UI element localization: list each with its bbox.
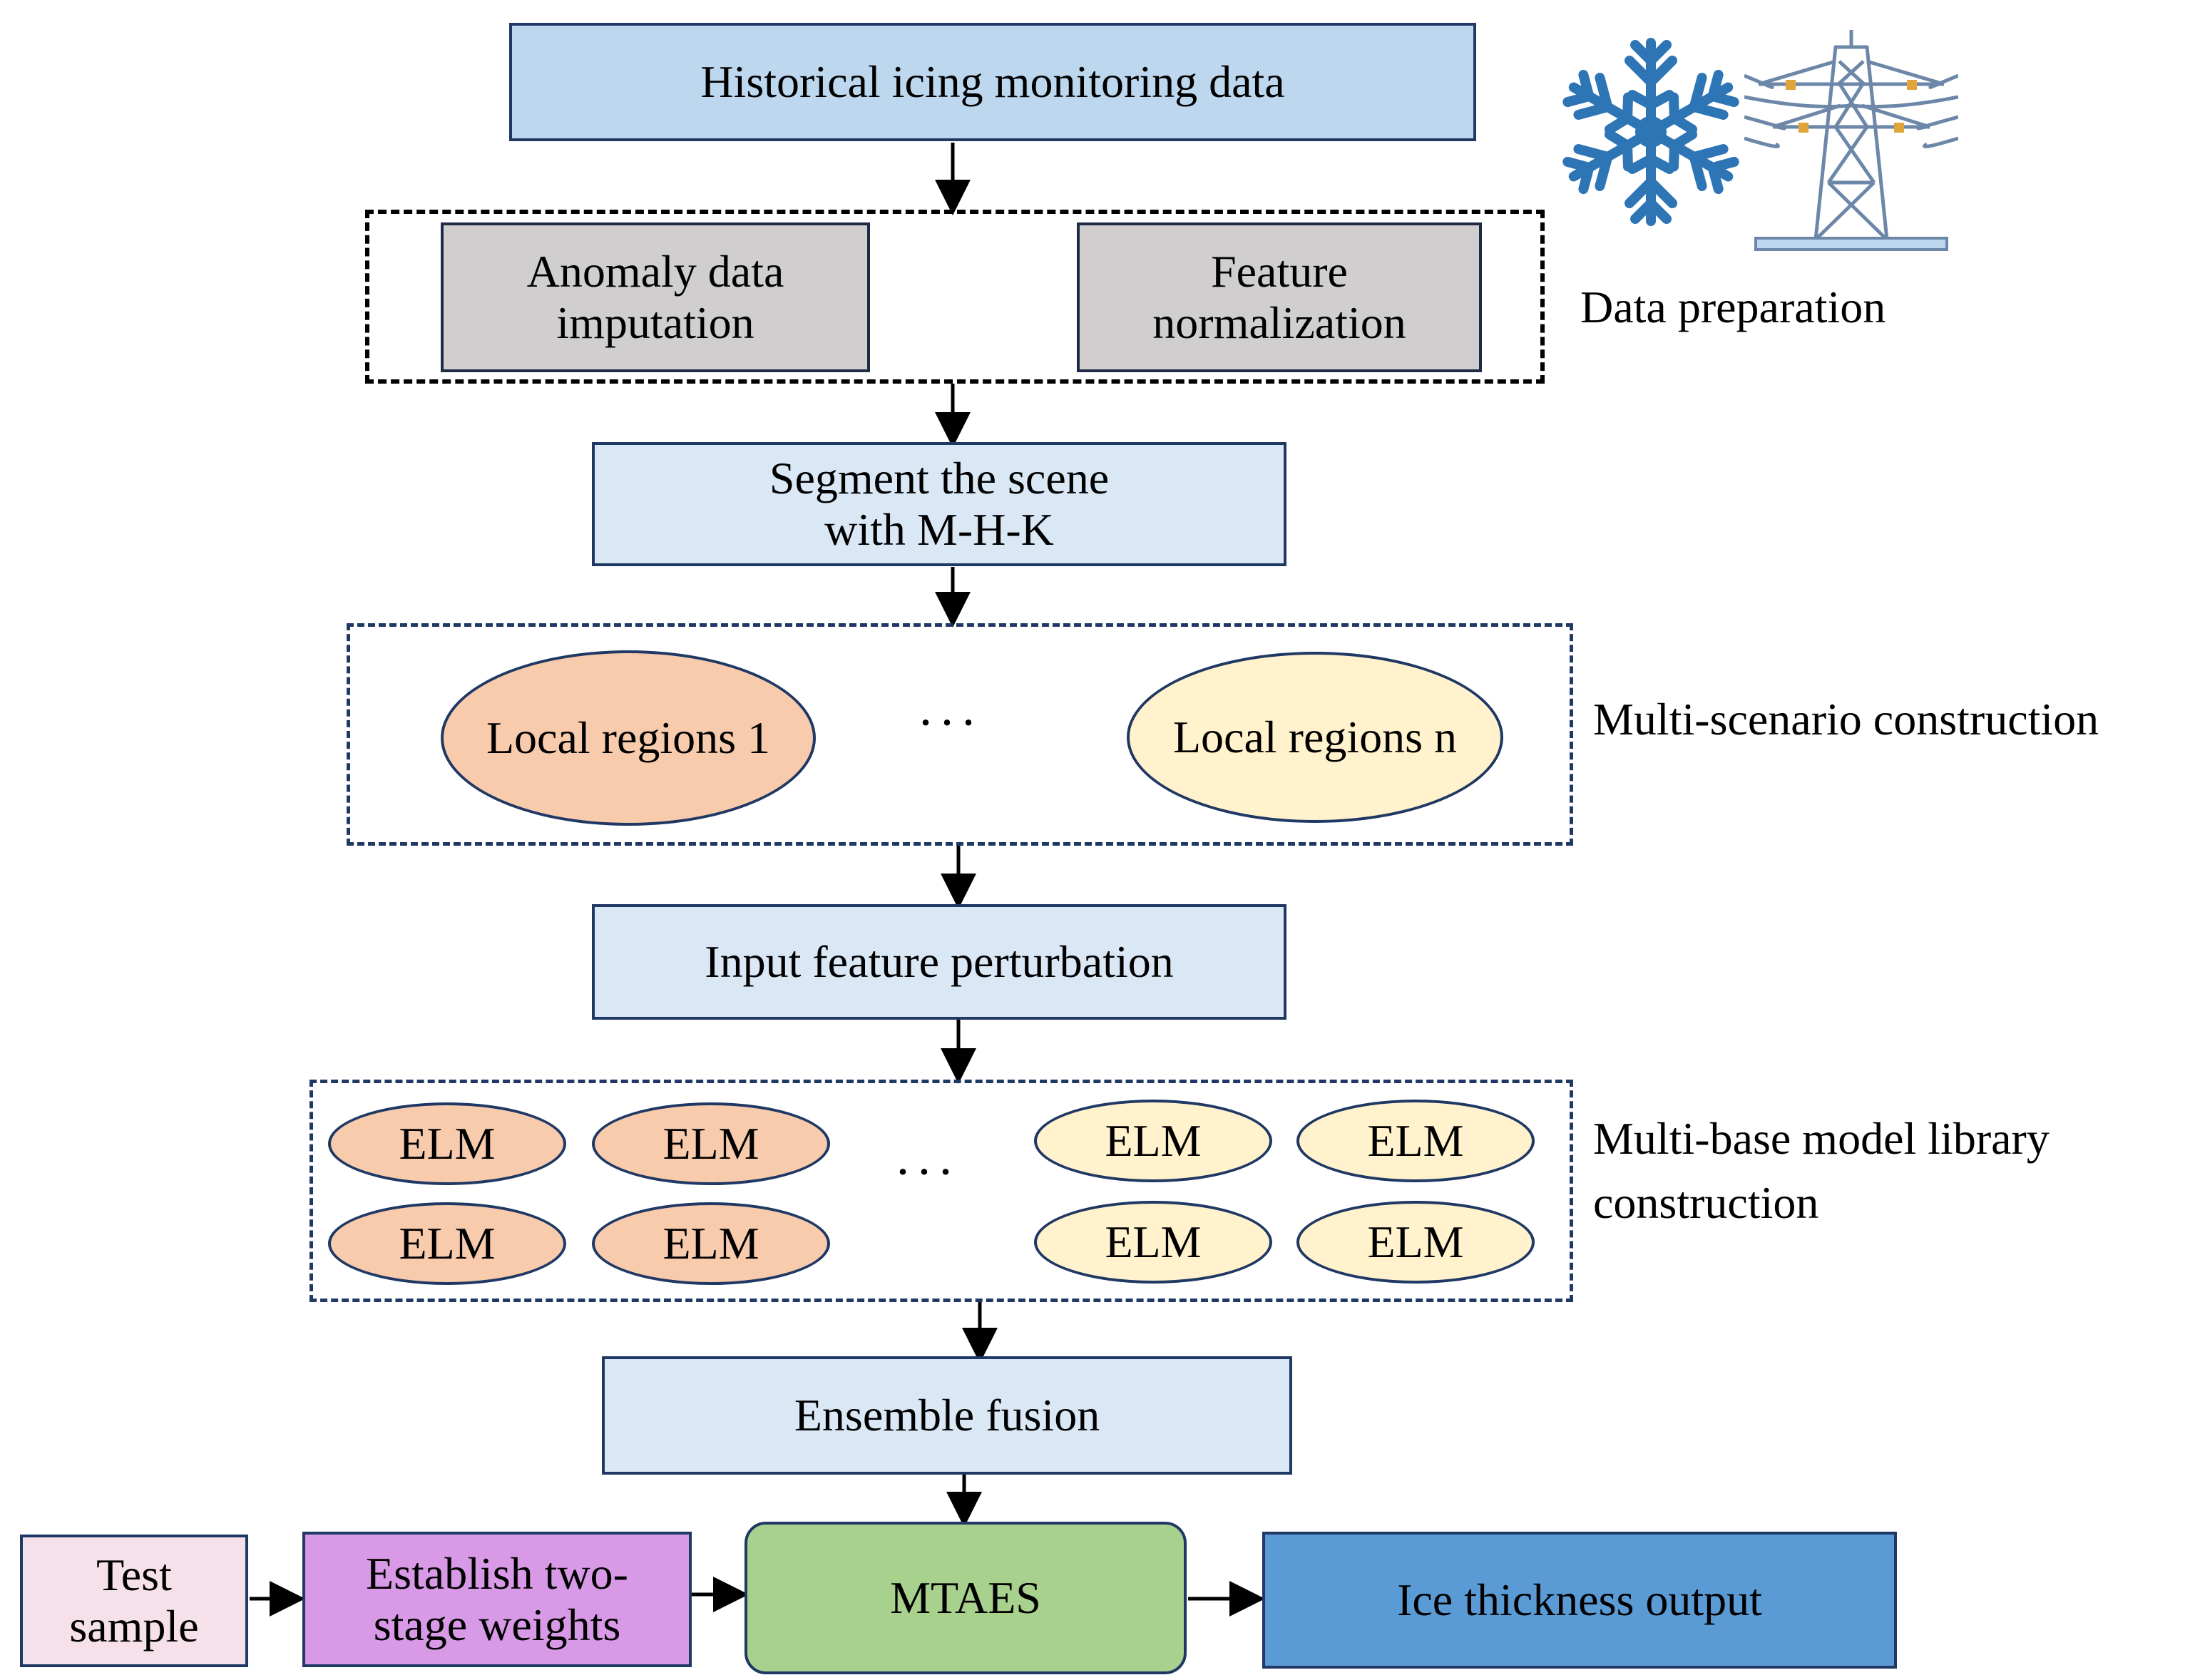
model-library-label: Multi-base model library construction: [1593, 1107, 2050, 1234]
elm-model: ELM: [1296, 1201, 1535, 1284]
test-sample-line1: Test: [96, 1550, 172, 1601]
anomaly-imputation-line2: imputation: [556, 297, 754, 348]
model-library-group: [309, 1080, 1573, 1302]
ensemble-fusion-label: Ensemble fusion: [794, 1390, 1100, 1441]
elm-label: ELM: [662, 1118, 759, 1169]
snowflake-icon: [1555, 38, 1747, 235]
ensemble-fusion-box: Ensemble fusion: [602, 1356, 1292, 1475]
transmission-tower-icon: [1744, 30, 1958, 251]
mtaes-box: MTAES: [745, 1522, 1187, 1674]
input-feature-perturbation-box: Input feature perturbation: [592, 904, 1286, 1020]
segment-scene-line1: Segment the scene: [769, 453, 1110, 504]
elm-label: ELM: [1367, 1115, 1464, 1166]
local-region-n-label: Local regions n: [1172, 712, 1458, 762]
elm-model: ELM: [592, 1102, 830, 1185]
elm-model: ELM: [328, 1202, 566, 1285]
elm-label: ELM: [1105, 1217, 1202, 1267]
elm-label: ELM: [1105, 1115, 1202, 1166]
elm-label: ELM: [1367, 1217, 1464, 1267]
elm-model: ELM: [328, 1102, 566, 1185]
local-region-1: Local regions 1: [441, 650, 816, 826]
elm-model: ELM: [1296, 1100, 1535, 1182]
model-library-label-line1: Multi-base model library: [1593, 1113, 2050, 1164]
multi-scenario-group: [347, 623, 1573, 846]
elm-model: ELM: [592, 1202, 830, 1285]
data-preparation-label: Data preparation: [1580, 282, 1886, 332]
two-stage-weights-line1: Establish two-: [366, 1548, 628, 1599]
feature-normalization-line1: Feature: [1211, 246, 1348, 297]
anomaly-imputation-box: Anomaly data imputation: [441, 222, 870, 372]
elm-model: ELM: [1034, 1201, 1272, 1284]
two-stage-weights-line2: stage weights: [373, 1599, 621, 1650]
historical-data-label: Historical icing monitoring data: [700, 56, 1285, 108]
data-preparation-group: [365, 210, 1545, 384]
ice-thickness-output-label: Ice thickness output: [1397, 1574, 1762, 1626]
elm-label: ELM: [662, 1218, 759, 1269]
regions-ellipsis: ···: [917, 694, 981, 751]
segment-scene-line2: with M-H-K: [824, 504, 1054, 555]
historical-data-box: Historical icing monitoring data: [509, 23, 1476, 141]
elm-label: ELM: [399, 1118, 496, 1169]
two-stage-weights-box: Establish two- stage weights: [302, 1532, 692, 1667]
mtaes-label: MTAES: [890, 1572, 1041, 1624]
input-feature-perturbation-label: Input feature perturbation: [705, 936, 1174, 988]
models-ellipsis: ···: [894, 1143, 958, 1200]
anomaly-imputation-line1: Anomaly data: [526, 246, 784, 297]
ice-thickness-output-box: Ice thickness output: [1262, 1532, 1897, 1669]
segment-scene-box: Segment the scene with M-H-K: [592, 442, 1286, 566]
test-sample-line2: sample: [69, 1601, 199, 1651]
local-region-n: Local regions n: [1127, 652, 1503, 823]
elm-label: ELM: [399, 1218, 496, 1269]
feature-normalization-line2: normalization: [1152, 297, 1406, 348]
local-region-1-label: Local regions 1: [486, 712, 771, 763]
elm-model: ELM: [1034, 1100, 1272, 1182]
model-library-label-line2: construction: [1593, 1177, 1819, 1228]
test-sample-box: Test sample: [20, 1535, 248, 1667]
multi-scenario-label: Multi-scenario construction: [1593, 694, 2099, 744]
feature-normalization-box: Feature normalization: [1077, 222, 1482, 372]
